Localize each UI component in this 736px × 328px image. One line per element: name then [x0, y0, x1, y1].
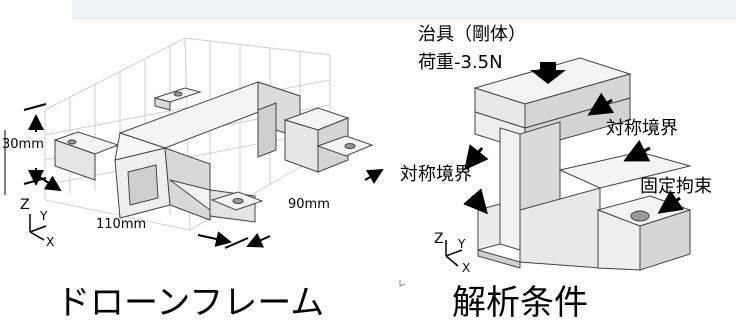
- axis-triad-right: [445, 240, 463, 267]
- height-dimension-label: 30mm: [2, 137, 44, 152]
- dimension-arrows: [23, 103, 384, 249]
- load-label: 荷重-3.5N: [418, 52, 503, 73]
- axis-z-label-left: Z: [20, 197, 30, 213]
- axis-y-label-right: Y: [458, 237, 466, 251]
- axis-x-label-left: X: [46, 235, 55, 249]
- width-dimension-label: 90mm: [288, 197, 330, 212]
- boundary-arrows: [463, 92, 685, 215]
- jig-label: 治具（剛体）: [418, 24, 526, 45]
- analysis-model: [473, 57, 692, 271]
- drone-frame-model: [53, 81, 374, 223]
- axis-z-label-right: Z: [434, 231, 444, 247]
- mini-triad: [399, 280, 406, 287]
- symmetry-boundary-label-top: 対称境界: [606, 118, 678, 139]
- symmetry-boundary-label-left: 対称境界: [400, 164, 472, 185]
- length-dimension-label: 110mm: [96, 217, 147, 232]
- axis-triad-left: [29, 214, 47, 241]
- left-caption: ドローンフレーム: [56, 283, 325, 323]
- axis-y-label-left: Y: [40, 209, 48, 223]
- header-band: [72, 0, 736, 19]
- right-caption: 解析条件: [452, 283, 588, 323]
- axis-x-label-right: X: [462, 261, 471, 275]
- fixed-constraint-label: 固定拘束: [640, 176, 712, 197]
- load-arrow: [530, 62, 566, 84]
